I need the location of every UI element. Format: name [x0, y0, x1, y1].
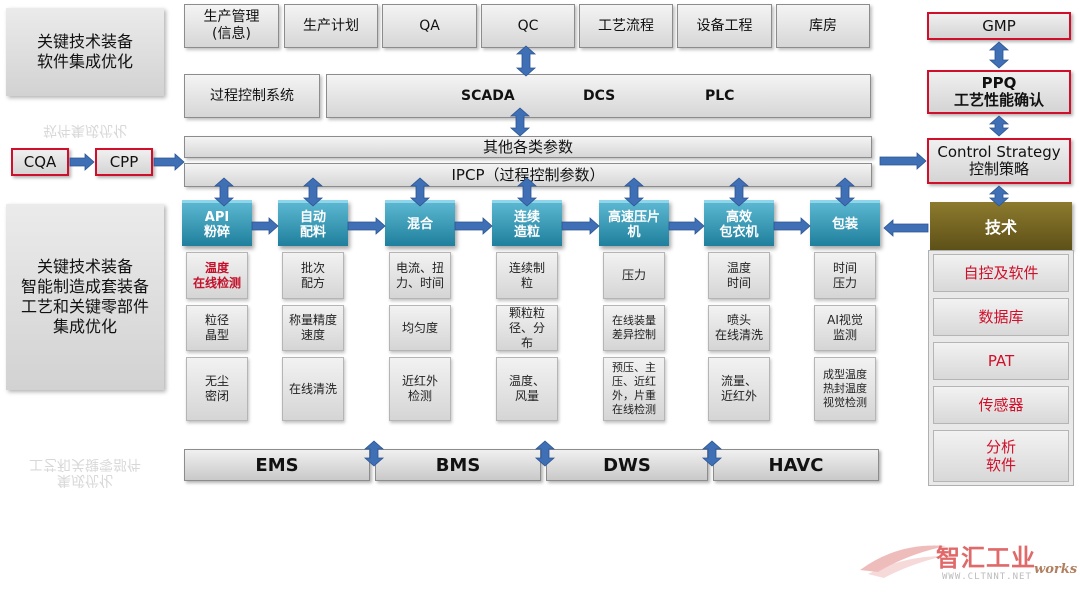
params-to-step-arrow	[623, 177, 645, 207]
watermark-brand: works	[1034, 562, 1078, 577]
bottom-system-link-arrow	[363, 440, 385, 467]
step-flow-arrow	[454, 217, 493, 235]
process-step-header: API 粉碎	[182, 200, 252, 246]
process-step-header: 高效 包衣机	[704, 200, 774, 246]
process-step-cell: 流量、 近红外	[708, 357, 770, 421]
step-flow-arrow	[561, 217, 600, 235]
process-step-cell: 温度、 风量	[496, 357, 558, 421]
process-step-header: 包装	[810, 200, 880, 246]
control-strategy-tech-arrow	[988, 185, 1010, 207]
params-to-step-arrow	[409, 177, 431, 207]
top-item-production-plan: 生产计划	[284, 4, 378, 48]
cqa-to-cpp-arrow	[69, 153, 95, 171]
top-item-warehouse: 库房	[776, 4, 870, 48]
params-to-step-arrow	[516, 177, 538, 207]
top-to-process-control-arrow	[515, 45, 537, 77]
process-step-cell: 颗粒粒 径、分 布	[496, 305, 558, 351]
process-step-cell: 温度 在线检测	[186, 252, 248, 299]
process-step-cell: 批次 配方	[282, 252, 344, 299]
bottom-system-bms: BMS	[375, 449, 541, 481]
process-step-cell: 在线清洗	[282, 357, 344, 421]
process-step-cell: 预压、主 压、近红 外，片重 在线检测	[603, 357, 665, 421]
bottom-system-link-arrow	[701, 440, 723, 467]
cqa-box: CQA	[11, 148, 69, 176]
other-params-bar: 其他各类参数	[184, 136, 872, 158]
process-step-cell: 在线装量 差异控制	[603, 305, 665, 351]
step-flow-arrow	[668, 217, 705, 235]
bottom-system-havc: HAVC	[713, 449, 879, 481]
params-to-step-arrow	[728, 177, 750, 207]
params-to-control-strategy-arrow	[879, 152, 927, 170]
step-flow-arrow	[347, 217, 386, 235]
params-to-step-arrow	[834, 177, 856, 207]
process-step-header: 自动 配料	[278, 200, 348, 246]
process-step-cell: 连续制 粒	[496, 252, 558, 299]
process-step-cell: 压力	[603, 252, 665, 299]
params-to-step-arrow	[302, 177, 324, 207]
process-step-cell: 温度 时间	[708, 252, 770, 299]
left-top-label: 关键技术装备 软件集成优化	[6, 8, 164, 96]
left-middle-label: 关键技术装备 智能制造成套装备 工艺和关键零部件 集成优化	[6, 204, 164, 390]
process-step-cell: 时间 压力	[814, 252, 876, 299]
bottom-system-link-arrow	[534, 440, 556, 467]
tech-item-analysis-software: 分析 软件	[933, 430, 1069, 482]
tech-to-packaging-arrow	[883, 219, 929, 237]
process-step-cell: 喷头 在线清洗	[708, 305, 770, 351]
process-step-cell: 无尘 密闭	[186, 357, 248, 421]
process-step-cell: 电流、扭 力、时间	[389, 252, 451, 299]
cpp-box: CPP	[95, 148, 153, 176]
process-step-cell: 粒径 晶型	[186, 305, 248, 351]
process-step-cell: 称量精度 速度	[282, 305, 344, 351]
process-step-header: 连续 造粒	[492, 200, 562, 246]
ppq-control-strategy-arrow	[988, 115, 1010, 137]
gmp-ppq-arrow	[988, 41, 1010, 69]
tech-header: 技术	[930, 202, 1072, 250]
watermark-swoosh-icon	[860, 545, 946, 578]
process-step-cell: 成型温度 热封温度 视觉检测	[814, 357, 876, 421]
watermark-cn: 智汇工业	[936, 544, 1036, 572]
bottom-system-ems: EMS	[184, 449, 370, 481]
system-plc: PLC	[705, 87, 735, 104]
process-step-cell: 均匀度	[389, 305, 451, 351]
process-control-label: 过程控制系统	[184, 74, 320, 118]
tech-item-automation-software: 自控及软件	[933, 254, 1069, 292]
process-step-cell: AI视觉 监测	[814, 305, 876, 351]
tech-item-database: 数据库	[933, 298, 1069, 336]
process-step-cell: 近红外 检测	[389, 357, 451, 421]
system-dcs: DCS	[583, 87, 616, 104]
system-scada: SCADA	[461, 87, 515, 104]
tech-item-pat: PAT	[933, 342, 1069, 380]
watermark-url: WWW.CLTNNT.NET	[942, 572, 1032, 582]
ppq-box: PPQ 工艺性能确认	[927, 70, 1071, 114]
top-item-process-flow: 工艺流程	[579, 4, 673, 48]
step-flow-arrow	[251, 217, 279, 235]
top-item-equipment-eng: 设备工程	[677, 4, 772, 48]
watermark: 智汇工业 WWW.CLTNNT.NET works	[858, 536, 1078, 592]
process-control-to-params-arrow	[509, 107, 531, 137]
tech-item-sensor: 传感器	[933, 386, 1069, 424]
cpp-to-params-arrow	[153, 153, 185, 171]
step-flow-arrow	[773, 217, 811, 235]
top-item-production-mgmt: 生产管理 (信息)	[184, 4, 279, 48]
process-control-systems: SCADA DCS PLC	[326, 74, 871, 118]
gmp-box: GMP	[927, 12, 1071, 40]
top-item-qa: QA	[382, 4, 477, 48]
top-item-qc: QC	[481, 4, 575, 48]
params-to-step-arrow	[213, 177, 235, 207]
control-strategy-box: Control Strategy 控制策略	[927, 138, 1071, 184]
